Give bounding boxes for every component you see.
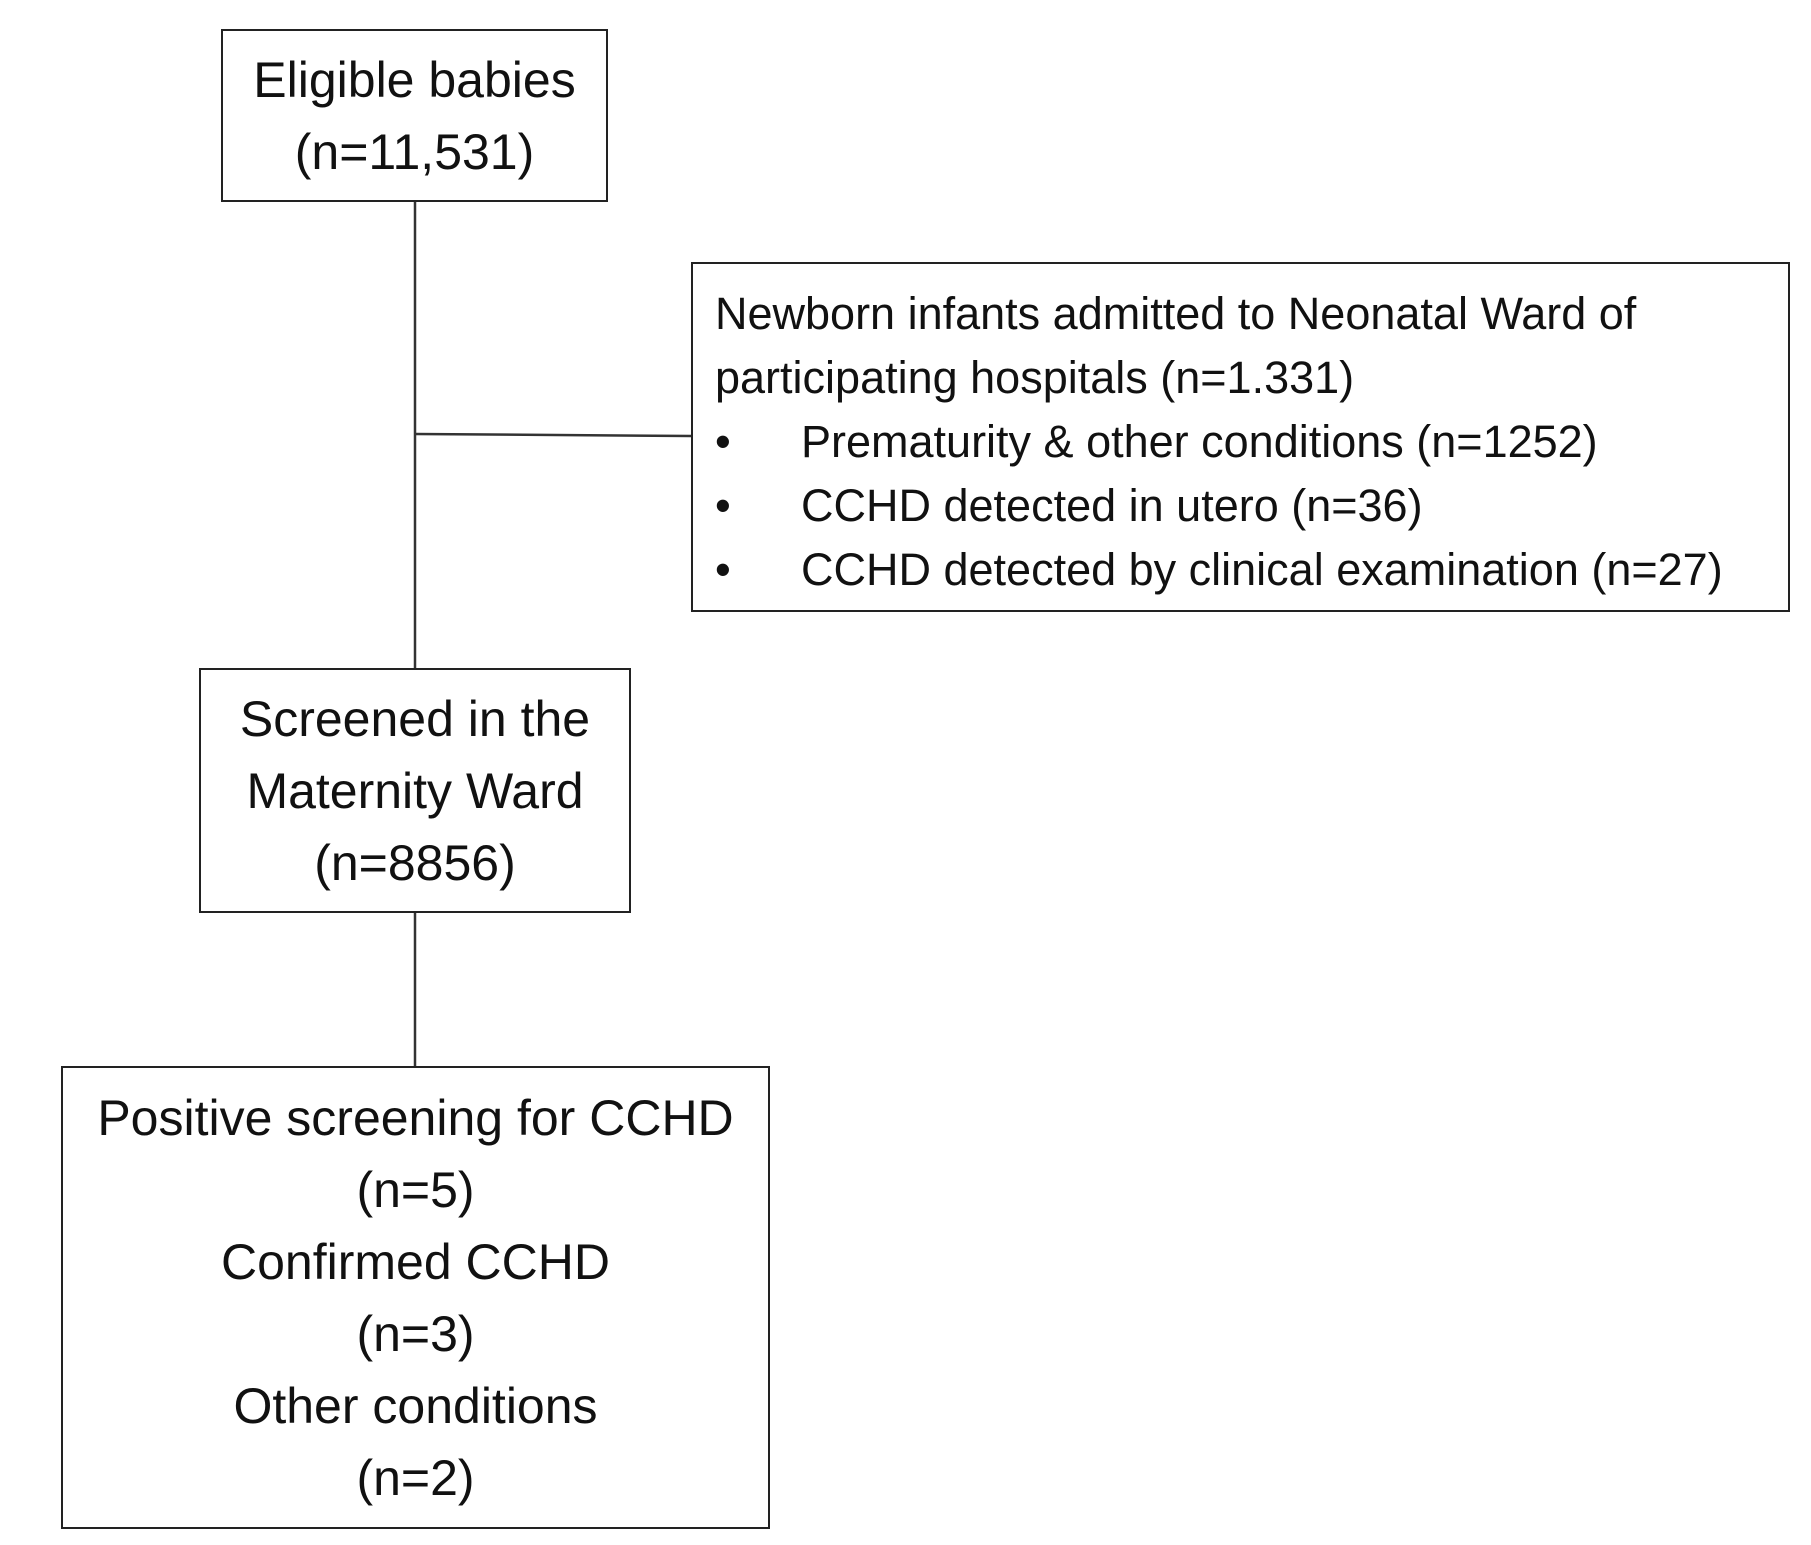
excluded-bullet-clinical-exam: CCHD detected by clinical examination (n… — [801, 544, 1723, 595]
positive-title: Positive screening for CCHD — [97, 1089, 734, 1146]
bullet-icon: • — [715, 544, 731, 595]
positive-count: (n=5) — [356, 1161, 475, 1218]
other-conditions-count: (n=2) — [356, 1449, 475, 1506]
excluded-bullet-item: • CCHD detected in utero (n=36) — [715, 474, 1788, 538]
bullet-icon: • — [715, 416, 731, 467]
eligible-count: (n=11,531) — [294, 123, 535, 180]
screened-line-1: Screened in the — [239, 690, 591, 747]
positive-screening-box: Positive screening for CCHD (n=5) Confir… — [61, 1066, 770, 1529]
other-conditions-title: Other conditions — [233, 1377, 598, 1434]
eligible-title: Eligible babies — [253, 51, 576, 108]
excluded-bullet-in-utero: CCHD detected in utero (n=36) — [801, 480, 1423, 531]
screened-line-2: Maternity Ward — [246, 762, 584, 819]
excluded-bullet-item: • Prematurity & other conditions (n=1252… — [715, 410, 1788, 474]
excluded-bullet-prematurity: Prematurity & other conditions (n=1252) — [801, 416, 1598, 467]
bullet-icon: • — [715, 480, 731, 531]
excluded-infants-box: Newborn infants admitted to Neonatal War… — [691, 262, 1790, 612]
screened-count: (n=8856) — [314, 834, 516, 891]
excluded-heading-line-2: participating hospitals (n=1.331) — [715, 352, 1355, 403]
excluded-heading-line-1: Newborn infants admitted to Neonatal War… — [715, 288, 1637, 339]
excluded-bullet-item: • CCHD detected by clinical examination … — [715, 538, 1788, 602]
confirmed-title: Confirmed CCHD — [221, 1233, 610, 1290]
screened-maternity-box: Screened in the Maternity Ward (n=8856) — [199, 668, 631, 913]
eligible-babies-box: Eligible babies (n=11,531) — [221, 29, 608, 202]
connector-branch-to-excluded — [414, 432, 692, 438]
confirmed-count: (n=3) — [356, 1305, 475, 1362]
